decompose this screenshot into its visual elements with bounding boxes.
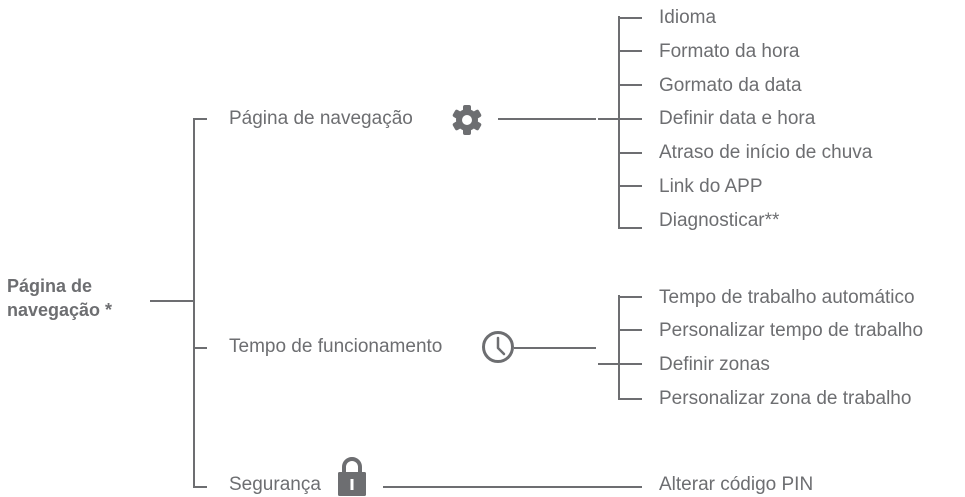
branch-2-vertical [618,295,620,399]
main-trunk [193,118,195,488]
branch-label-run-time: Tempo de funcionamento [229,336,443,357]
lock-icon [338,457,366,496]
branch-1-tick-3 [598,118,642,120]
branch-1-tick-5 [618,185,642,187]
branch-2-connector [514,347,596,349]
branch-tick-2 [193,347,207,349]
branch-1-tick-4 [618,152,642,154]
root-node: Página de navegação * [7,274,112,322]
gear-icon [452,105,482,135]
branch-2-tick-2 [598,363,642,365]
leaf-custom-work-time: Personalizar tempo de trabalho [659,320,924,341]
branch-1-tick-0 [618,17,642,19]
leaf-custom-work-zone: Personalizar zona de trabalho [659,388,912,409]
branch-label-security: Segurança [229,474,321,495]
leaf-change-pin: Alterar código PIN [659,474,814,495]
clock-icon [482,331,514,363]
branch-1-tick-2 [618,84,642,86]
root-label-line2: navegação * [7,300,113,320]
leaf-app-link: Link do APP [659,176,763,197]
branch-1-tick-1 [618,50,642,52]
branch-1-tick-6 [618,227,642,229]
leaf-date-format: Gormato da data [659,75,802,96]
branch-2-tick-0 [618,296,642,298]
leaf-rain-delay: Atraso de início de chuva [659,142,873,163]
branch-tick-1 [193,118,207,120]
root-connector [150,300,194,302]
leaf-diagnose: Diagnosticar** [659,210,780,231]
leaf-set-date-time: Definir data e hora [659,108,816,129]
leaf-set-zones: Definir zonas [659,354,770,375]
branch-2-tick-1 [618,329,642,331]
leaf-language: Idioma [659,7,717,28]
branch-1-connector [498,118,596,120]
branch-3-connector [383,486,642,488]
leaf-time-format: Formato da hora [659,41,800,62]
branch-tick-3 [193,486,207,488]
root-label-line1: Página de [7,276,93,296]
branch-1-vertical [618,16,620,228]
leaf-auto-work-time: Tempo de trabalho automático [659,287,915,308]
branch-2-tick-3 [618,398,642,400]
branch-label-navigation-page: Página de navegação [229,108,413,129]
